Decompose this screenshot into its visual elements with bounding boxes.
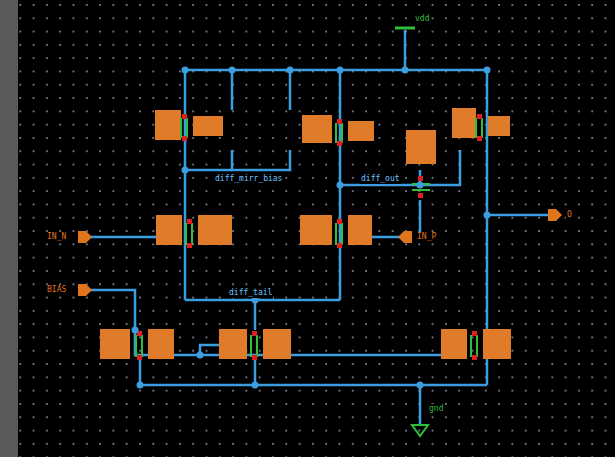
side-strip [0, 0, 18, 457]
pin-name: IN_N [46, 232, 67, 242]
pin-name: BIAS [46, 285, 67, 295]
junction-dots [132, 67, 491, 389]
net-name: diff_tail [228, 288, 273, 298]
pin-name: O [566, 210, 573, 220]
transistor-symbols [100, 108, 511, 360]
grid-dots [18, 0, 615, 457]
net-name: diff_out [360, 174, 401, 184]
pin-name: IN_P [416, 232, 437, 242]
supply-name: gnd [428, 404, 444, 414]
net-name: diff_mirr_bias [214, 174, 283, 184]
supply-name: vdd [414, 14, 430, 24]
pin-symbols [78, 209, 562, 296]
canvas-ground [18, 0, 615, 457]
wires [90, 30, 548, 425]
